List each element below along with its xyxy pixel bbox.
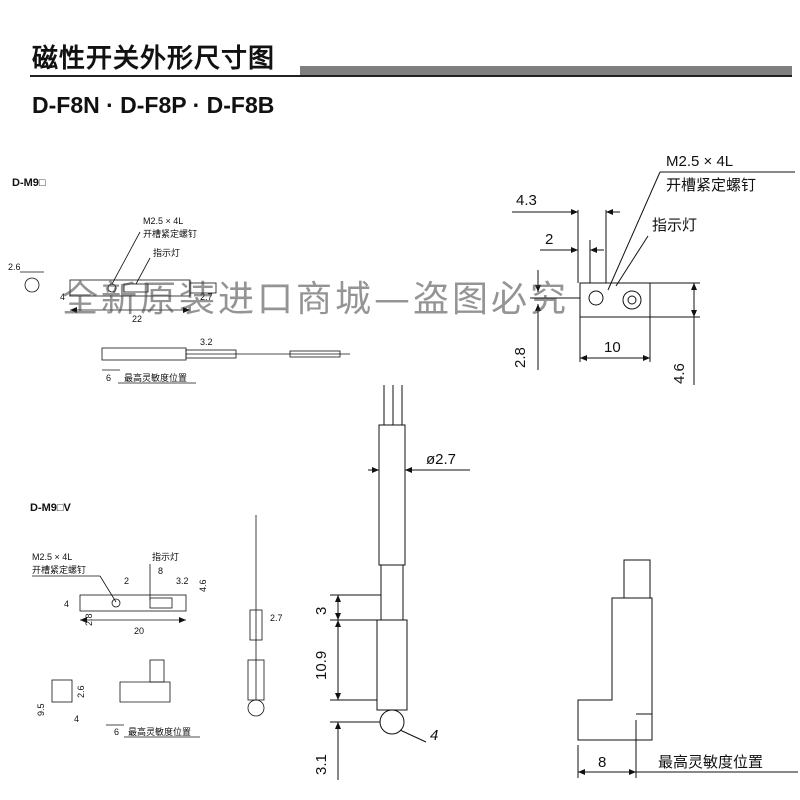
indicator-led xyxy=(149,597,173,609)
l-view-cable xyxy=(623,559,651,599)
dim-10-9: 10.9 xyxy=(313,651,330,680)
dim-22: 22 xyxy=(132,314,142,324)
sensitivity-label: 最高灵敏度位置 xyxy=(128,726,191,737)
cable-sleeve xyxy=(189,282,217,294)
dim-9-5: 9.5 xyxy=(36,703,46,716)
l-view-top xyxy=(149,659,165,683)
screw-type-label: 开槽紧定螺钉 xyxy=(32,564,86,575)
screw-label: M2.5 × 4L xyxy=(143,216,183,226)
dim-8: 8 xyxy=(158,566,163,576)
title-bar xyxy=(300,66,792,76)
leader-line xyxy=(607,171,661,291)
dim-6: 6 xyxy=(114,727,119,737)
model-subtitle: D-F8N · D-F8P · D-F8B xyxy=(32,92,275,118)
dim-8: 8 xyxy=(598,754,606,771)
cable-sleeve xyxy=(249,609,263,641)
indicator-led xyxy=(622,290,642,310)
dim-10: 10 xyxy=(604,339,621,356)
dim-3-1: 3.1 xyxy=(313,754,330,775)
main-l-view: 8 最高灵敏度位置 xyxy=(577,559,798,778)
small-drawing-1: D-M9□ 2.6 22 4 2.7 M2.5 × 4L 开槽紧定螺钉 指示灯 xyxy=(8,177,350,384)
l-view-body xyxy=(119,681,171,703)
leader-line xyxy=(399,729,427,743)
sensor-body xyxy=(376,619,408,711)
dim-2-6: 2.6 xyxy=(8,262,21,272)
screw-label: M2.5 × 4L xyxy=(32,552,72,562)
cable-sleeve xyxy=(380,564,404,621)
dim-2-7: 2.7 xyxy=(270,613,283,623)
dim-4-6: 4.6 xyxy=(198,579,208,592)
cable-wires xyxy=(383,385,403,425)
screw-type-label: 开槽紧定螺钉 xyxy=(666,177,756,194)
title-underline xyxy=(30,75,792,77)
dim-3-2: 3.2 xyxy=(176,576,189,586)
cable-end xyxy=(289,350,341,358)
watermark: 全新原装进口商城—盗图必究 xyxy=(62,279,570,320)
page-title: 磁性开关外形尺寸图 xyxy=(32,44,276,74)
switch-body xyxy=(79,594,187,612)
cable xyxy=(378,424,406,566)
dim-4-6: 4.6 xyxy=(671,363,688,384)
led-label: 指示灯 xyxy=(652,217,697,234)
dim-2-7: 2.7 xyxy=(200,292,213,302)
small-drawing-2: D-M9□V M2.5 × 4L 开槽紧定螺钉 指示灯 2 8 3.2 4.6 … xyxy=(30,502,283,738)
main-side-view: ø2.7 3 10.9 3.1 4 xyxy=(313,385,470,780)
dim-2: 2 xyxy=(124,576,129,586)
dim-4-3: 4.3 xyxy=(516,192,537,209)
side-cable-sleeve xyxy=(185,349,237,359)
end-view-circle xyxy=(24,277,40,293)
led-label: 指示灯 xyxy=(152,551,179,562)
leader-line xyxy=(111,231,141,285)
sensor-tip xyxy=(247,699,265,717)
dim-3: 3 xyxy=(313,607,330,615)
indicator-led-inner xyxy=(627,295,637,305)
dim-3-2: 3.2 xyxy=(200,337,213,347)
main-top-view: M2.5 × 4L 开槽紧定螺钉 指示灯 4.3 2 2.8 xyxy=(512,153,795,385)
dim-20: 20 xyxy=(134,626,144,636)
l-view-side xyxy=(51,679,73,703)
led-label: 指示灯 xyxy=(153,247,180,258)
dim-6: 6 xyxy=(106,373,111,383)
leader-line xyxy=(99,575,117,603)
side-view-body xyxy=(101,347,187,361)
dim-2-6: 2.6 xyxy=(76,685,86,698)
screw-label: M2.5 × 4L xyxy=(666,153,733,170)
sensitivity-label: 最高灵敏度位置 xyxy=(658,754,763,771)
leader-line xyxy=(135,257,151,285)
dim-4b: 4 xyxy=(74,714,79,724)
set-screw xyxy=(588,290,604,306)
dim-4: 4 xyxy=(430,727,438,744)
dim-4: 4 xyxy=(64,599,69,609)
screw-type-label: 开槽紧定螺钉 xyxy=(143,228,197,239)
model-label-m9v: D-M9□V xyxy=(30,502,72,514)
dim-4: 4 xyxy=(60,292,65,302)
dim-diameter: ø2.7 xyxy=(426,451,456,468)
set-screw xyxy=(111,598,121,608)
switch-body xyxy=(579,282,651,318)
l-view-body xyxy=(577,597,653,741)
leader-line xyxy=(615,235,649,287)
sensitivity-label: 最高灵敏度位置 xyxy=(124,372,187,383)
model-label-m9: D-M9□ xyxy=(12,177,46,189)
dim-2-8: 2.8 xyxy=(512,347,529,368)
dim-2: 2 xyxy=(545,231,553,248)
